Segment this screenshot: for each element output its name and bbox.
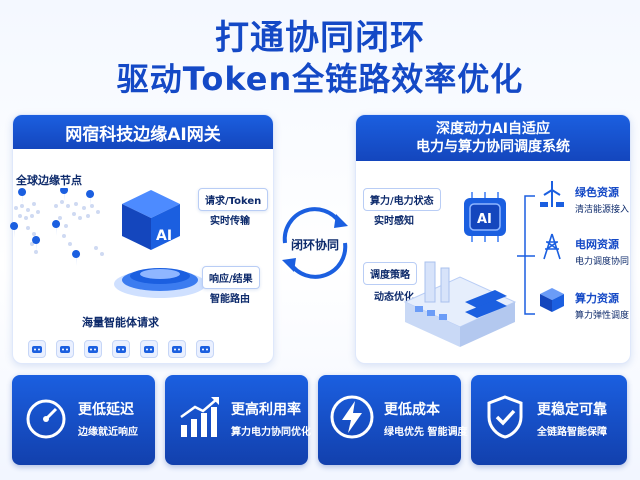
shield-check-icon <box>487 395 523 439</box>
page-title-line1: 打通协同闭环 <box>215 18 425 58</box>
resource-connector <box>517 195 535 315</box>
wind-turbine-icon <box>540 181 564 207</box>
closed-loop-label: 闭环协同 <box>290 238 339 252</box>
green-resource-title: 绿色资源 <box>575 186 619 199</box>
request-sub-label: 实时传输 <box>210 216 250 227</box>
massive-agent-requests-label: 海量智能体请求 <box>82 316 159 329</box>
power-compute-header: 深度动力AI自适应 电力与算力协同调度系统 <box>356 115 630 161</box>
server-icon <box>540 288 564 312</box>
card-sub: 绿电优先 智能调度 <box>384 427 468 438</box>
card-title: 更稳定可靠 <box>537 402 607 418</box>
grid-resource-title: 电网资源 <box>575 238 619 251</box>
power-tower-icon <box>543 233 561 260</box>
growth-chart-icon <box>180 397 219 437</box>
robot-icon <box>140 340 158 358</box>
robot-icon <box>168 340 186 358</box>
edge-gateway-panel: 网宿科技边缘AI网关 <box>12 114 274 364</box>
robot-icon <box>84 340 102 358</box>
ai-cube-icon: AI <box>122 190 180 250</box>
robot-icon <box>112 340 130 358</box>
page-title-line2: 驱动Token全链路效率优化 <box>116 60 524 98</box>
compute-resource-title: 算力资源 <box>575 292 619 305</box>
closed-loop-icon <box>282 207 348 279</box>
card-sub: 边缘就近响应 <box>78 427 138 438</box>
datacenter-factory-icon <box>403 261 517 347</box>
power-compute-header-line1: 深度动力AI自适应 <box>435 121 551 137</box>
card-lower-cost: 更低成本 绿电优先 智能调度 <box>318 375 467 465</box>
card-sub: 全链路智能保障 <box>537 427 607 438</box>
robot-icon <box>56 340 74 358</box>
green-resource-sub: 清洁能源接入 <box>575 205 630 215</box>
edge-gateway-header: 网宿科技边缘AI网关 <box>13 115 273 149</box>
card-lower-latency: 更低延迟 边缘就近响应 <box>12 375 155 465</box>
world-map-icon <box>10 188 104 266</box>
robot-icon <box>196 340 214 358</box>
status-sub-label: 实时感知 <box>374 216 414 227</box>
strategy-tag: 调度策略 <box>363 262 417 285</box>
grid-resource-sub: 电力调度协同 <box>575 257 630 267</box>
agent-row <box>28 340 214 358</box>
ai-cube-label: AI <box>156 228 172 244</box>
status-tag: 算力/电力状态 <box>363 188 441 211</box>
lightning-icon <box>330 395 374 439</box>
strategy-sub-label: 动态优化 <box>374 292 414 303</box>
compute-resource-sub: 算力弹性调度 <box>575 311 630 321</box>
speedometer-icon <box>26 399 66 439</box>
card-sub: 算力电力协同优化 <box>231 427 311 438</box>
platform-icon <box>114 268 206 298</box>
ai-chip-icon: AI <box>464 192 506 242</box>
ai-chip-label: AI <box>477 212 492 227</box>
response-result-tag: 响应/结果 <box>202 266 260 289</box>
card-more-reliable: 更稳定可靠 全链路智能保障 <box>471 375 627 465</box>
global-nodes-label: 全球边缘节点 <box>16 174 82 187</box>
card-title: 更高利用率 <box>231 402 301 418</box>
power-compute-header-line2: 电力与算力协同调度系统 <box>416 139 570 155</box>
response-sub-label: 智能路由 <box>210 294 250 305</box>
card-title: 更低延迟 <box>78 402 134 418</box>
card-higher-utilization: 更高利用率 算力电力协同优化 <box>165 375 311 465</box>
request-token-tag: 请求/Token <box>198 188 269 211</box>
card-title: 更低成本 <box>384 402 440 418</box>
robot-icon <box>28 340 46 358</box>
